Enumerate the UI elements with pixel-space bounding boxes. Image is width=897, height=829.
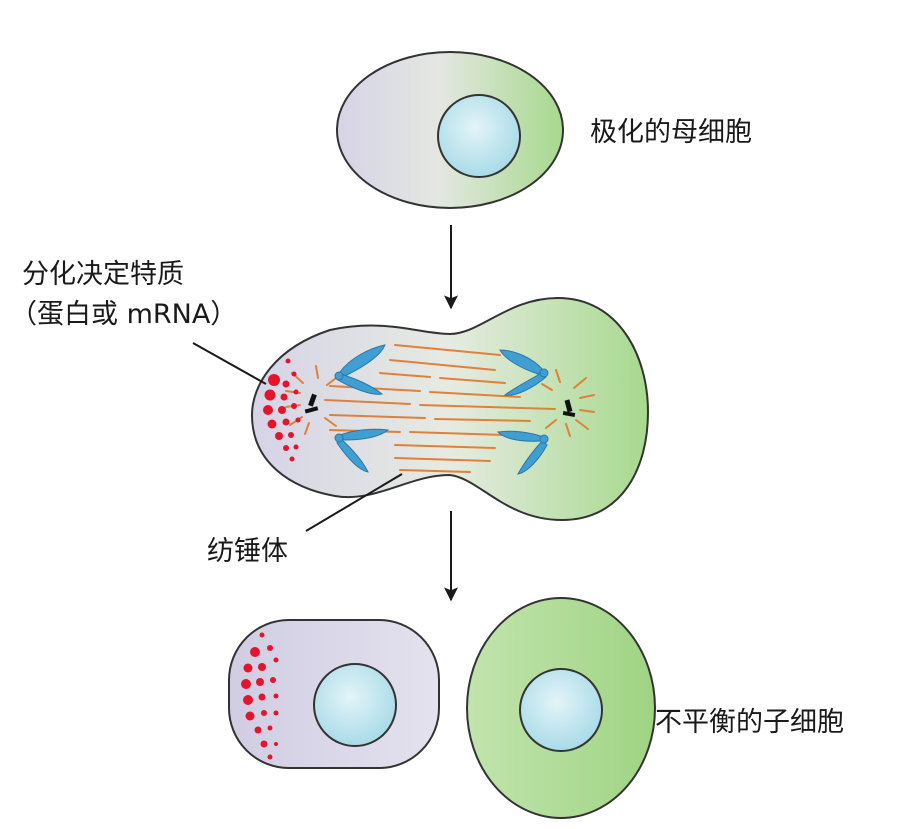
label-unequal-daughter-cells: 不平衡的子细胞	[655, 707, 844, 738]
centrosomes	[304, 393, 576, 418]
daughter-cell-purple-nucleus	[313, 663, 397, 747]
daughter-determinant-dots	[241, 632, 279, 760]
label-polarized-mother-cell: 极化的母细胞	[590, 117, 752, 148]
determinant-pointer-line	[192, 342, 267, 385]
determinant-dots	[263, 358, 301, 462]
label-determinant-line1: 分化决定特质	[22, 259, 184, 290]
dividing-cell	[250, 296, 650, 522]
label-determinant-line2: （蛋白或 mRNA）	[10, 299, 238, 330]
mother-cell-nucleus	[437, 94, 521, 178]
spindle-pointer-line	[305, 473, 403, 532]
label-spindle: 纺锤体	[207, 536, 288, 567]
daughter-cell-green-nucleus	[519, 668, 603, 752]
chromosomes	[334, 344, 549, 475]
